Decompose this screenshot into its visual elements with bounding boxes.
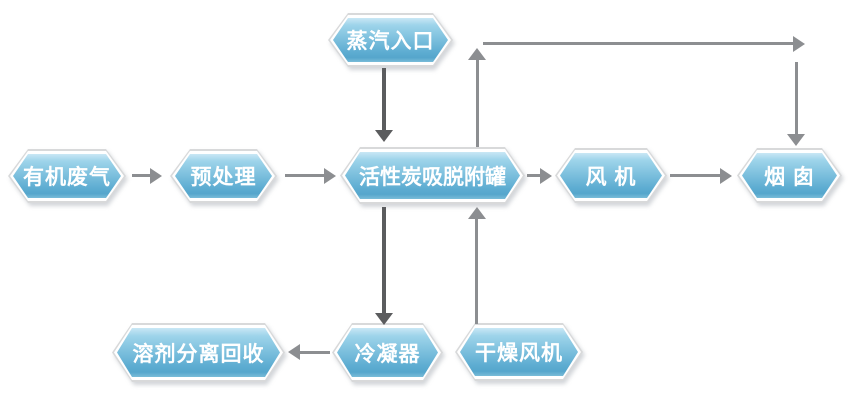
node-label: 烟 囱 bbox=[764, 165, 815, 189]
node-carbon-adsorption-tank: 活性炭吸脱附罐 bbox=[340, 147, 525, 204]
node-shape-fill bbox=[175, 154, 272, 198]
node-shape-fill bbox=[333, 18, 448, 62]
arrow-head-right-icon bbox=[150, 168, 162, 184]
node-shape-fill bbox=[460, 328, 578, 376]
arrow-head-left-icon bbox=[288, 344, 300, 360]
arrow-shaft bbox=[527, 174, 541, 177]
node-fan: 风 机 bbox=[555, 148, 667, 203]
node-pretreatment: 预处理 bbox=[170, 149, 277, 203]
node-label: 溶剂分离回收 bbox=[132, 342, 265, 366]
arrow-shaft bbox=[300, 351, 330, 354]
arrow-head-down-icon bbox=[375, 130, 393, 142]
node-shape-fill bbox=[560, 153, 662, 198]
arrow-shaft bbox=[132, 174, 151, 177]
node-organic-waste-gas: 有机废气 bbox=[8, 149, 126, 203]
node-shape-fill bbox=[337, 328, 438, 377]
node-label: 预处理 bbox=[190, 166, 257, 189]
arrow-shaft bbox=[382, 68, 386, 130]
node-label: 冷凝器 bbox=[354, 342, 421, 366]
node-chimney: 烟 囱 bbox=[737, 148, 842, 203]
arrow-head-down-icon bbox=[375, 313, 393, 325]
arrow-head-up-icon bbox=[468, 48, 486, 60]
arrow-shaft bbox=[475, 219, 478, 324]
arrow-shaft bbox=[795, 62, 798, 135]
arrow-head-right-icon bbox=[720, 168, 732, 184]
arrow-head-down-icon bbox=[787, 134, 805, 146]
arrow-shaft bbox=[382, 207, 386, 314]
arrow-shaft bbox=[285, 174, 325, 177]
node-shape-fill bbox=[345, 152, 520, 199]
node-drying-fan: 干燥风机 bbox=[455, 323, 583, 381]
arrow-head-right-icon bbox=[540, 168, 552, 184]
node-shape-fill bbox=[117, 328, 280, 377]
node-label: 有机废气 bbox=[23, 166, 111, 189]
node-solvent-recovery: 溶剂分离回收 bbox=[112, 323, 285, 382]
node-label: 活性炭吸脱附罐 bbox=[359, 165, 506, 189]
arrow-shaft bbox=[670, 174, 721, 177]
arrow-shaft bbox=[476, 60, 479, 147]
arrow-head-right-icon bbox=[793, 36, 805, 52]
node-shape-fill bbox=[742, 153, 837, 198]
arrow-head-right-icon bbox=[324, 168, 336, 184]
arrow-head-up-icon bbox=[468, 207, 486, 219]
node-shape-fill bbox=[13, 154, 121, 198]
node-steam-inlet: 蒸汽入口 bbox=[328, 13, 453, 67]
node-condenser: 冷凝器 bbox=[332, 323, 443, 382]
node-label: 风 机 bbox=[585, 165, 637, 189]
node-label: 蒸汽入口 bbox=[346, 30, 435, 53]
node-label: 干燥风机 bbox=[475, 342, 563, 365]
arrow-shaft bbox=[483, 42, 794, 45]
